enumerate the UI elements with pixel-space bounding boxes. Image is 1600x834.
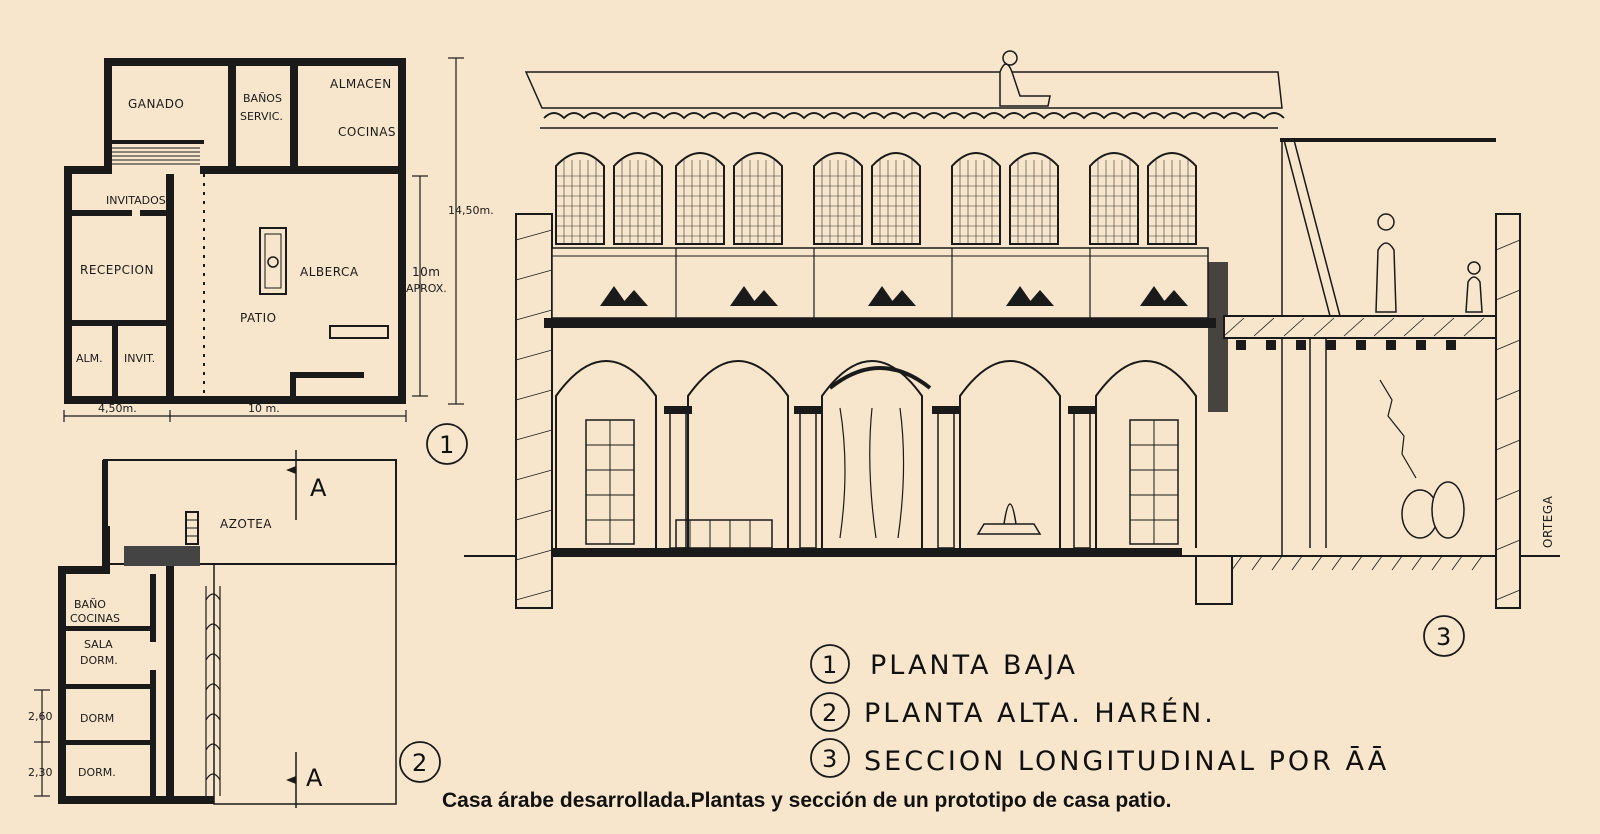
dim-left-width: 4,50m. xyxy=(98,402,137,415)
dim-2-30: 2,30 xyxy=(28,766,53,779)
legend-item-1: 1 PLANTA BAJA xyxy=(810,644,1078,684)
central-arch-lattice xyxy=(828,366,932,390)
label-ganado: GANADO xyxy=(128,97,184,111)
dim-right-width: 10 m. xyxy=(248,402,280,415)
balcony-motif-3 xyxy=(868,286,916,306)
section-mark-a-bottom: A xyxy=(306,764,323,792)
curtain xyxy=(839,407,905,539)
balcony-motif-1 xyxy=(600,286,648,306)
section-number: 3 xyxy=(1436,623,1451,651)
label-alm: ALM. xyxy=(76,352,103,365)
arch-2 xyxy=(687,360,789,548)
label-almacen: ALMACEN xyxy=(330,77,392,91)
label-alberca: ALBERCA xyxy=(300,265,359,279)
label-dorm-2: DORM xyxy=(80,712,114,725)
label-dorm-3: DORM. xyxy=(78,766,116,779)
balcony-motif-2 xyxy=(730,286,778,306)
plan2-number-circle xyxy=(399,741,441,783)
balcony-motif-4 xyxy=(1006,286,1054,306)
balcony-motif-5 xyxy=(1140,286,1188,306)
label-azotea: AZOTEA xyxy=(220,517,272,531)
dim-2-60: 2,60 xyxy=(28,710,53,723)
plan1-number: 1 xyxy=(439,431,454,459)
label-invit: INVIT. xyxy=(124,352,155,365)
label-cocinas: COCINAS xyxy=(338,125,396,139)
arch-4 xyxy=(959,360,1061,548)
legend-item-3: 3 SECCION LONGITUDINAL POR ĀĀ xyxy=(810,738,1389,778)
label-invitados: INVITADOS xyxy=(106,194,166,207)
upper-lattice-windows xyxy=(555,152,1197,245)
section-number-circle xyxy=(1423,615,1465,657)
section-drawing: ORTEGA 3 xyxy=(464,50,1560,657)
column-4 xyxy=(1073,411,1091,549)
legend: 1 PLANTA BAJA 2 PLANTA ALTA. HARÉN. 3 SE… xyxy=(810,644,1389,778)
plan-ground-floor: GANADO BAÑOS SERVIC. ALMACEN COCINAS INV… xyxy=(63,57,494,465)
column-2 xyxy=(799,411,817,549)
figure-caption: Casa árabe desarrollada.Plantas y secció… xyxy=(442,789,1171,812)
label-recepcion: RECEPCION xyxy=(80,263,154,277)
lattice-window-5 xyxy=(1089,152,1197,245)
legend-text-1: PLANTA BAJA xyxy=(870,650,1078,681)
legend-number-1: 1 xyxy=(822,651,837,679)
section-mark-a-top: A xyxy=(310,474,327,502)
legend-number-3: 3 xyxy=(822,745,837,773)
lattice-window-4 xyxy=(951,152,1059,245)
label-servic: SERVIC. xyxy=(240,110,283,123)
lattice-window-2 xyxy=(675,152,783,245)
lattice-window-1 xyxy=(555,152,663,245)
dim-patio-depth: 10m xyxy=(412,265,440,279)
ground-floor-arcade xyxy=(555,360,1197,549)
arch-5 xyxy=(1095,360,1197,548)
legend-text-3: SECCION LONGITUDINAL POR ĀĀ xyxy=(864,746,1389,777)
lattice-window-3 xyxy=(813,152,921,245)
label-patio: PATIO xyxy=(240,311,277,325)
legend-number-2: 2 xyxy=(822,699,837,727)
dim-total-depth: 14,50m. xyxy=(448,204,494,217)
plan2-number: 2 xyxy=(412,749,427,777)
signature: ORTEGA xyxy=(1541,495,1555,548)
label-sala: SALA xyxy=(84,638,113,651)
label-cocinas-2: COCINAS xyxy=(70,612,120,625)
plan1-number-circle xyxy=(426,423,468,465)
label-banos: BAÑOS xyxy=(243,92,282,105)
column-1 xyxy=(669,411,687,549)
balcony-decorative-motifs xyxy=(600,248,1188,318)
door-1 xyxy=(585,419,635,545)
label-dorm-1: DORM. xyxy=(80,654,118,667)
arch-3 xyxy=(821,360,923,548)
plan-upper-floor: A A AZOTEA BAÑO COCINAS SALA DORM. DORM … xyxy=(28,450,441,808)
label-bano: BAÑO xyxy=(74,598,106,611)
door-2 xyxy=(1129,419,1179,545)
column-3 xyxy=(937,411,955,549)
dim-aprox: APROX. xyxy=(406,282,447,295)
legend-item-2: 2 PLANTA ALTA. HARÉN. xyxy=(810,692,1216,732)
arch-1 xyxy=(555,360,657,548)
legend-text-2: PLANTA ALTA. HARÉN. xyxy=(864,697,1216,729)
